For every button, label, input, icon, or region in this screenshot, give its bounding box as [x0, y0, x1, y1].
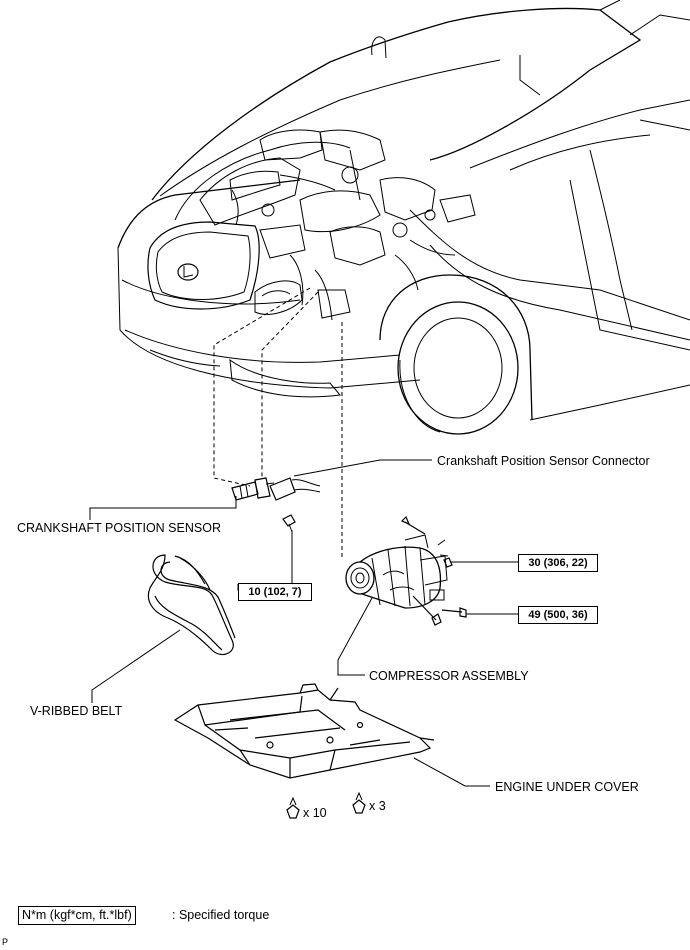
compressor-bolts-drawing: [400, 515, 467, 626]
leader-lines: [89, 459, 518, 787]
cover-fasteners-drawing: [286, 791, 366, 819]
crankshaft-connector-label: Crankshaft Position Sensor Connector: [437, 454, 650, 468]
crankshaft-sensor-label: CRANKSHAFT POSITION SENSOR: [17, 521, 221, 535]
compressor-label: COMPRESSOR ASSEMBLY: [369, 669, 529, 683]
engine-under-cover-drawing: [173, 683, 435, 779]
legend-description: : Specified torque: [172, 908, 270, 922]
v-ribbed-belt-label: V-RIBBED BELT: [30, 704, 123, 718]
crankshaft-sensor-drawing: [231, 477, 275, 501]
torque-box-compressor-bolt: 49 (500, 36): [518, 606, 598, 624]
torque-box-sensor-bolt: 10 (102, 7): [238, 583, 312, 601]
v-ribbed-belt-drawing: [147, 554, 236, 655]
sensor-bolt-drawing: [282, 514, 296, 533]
torque-box-compressor-nut: 30 (306, 22): [518, 554, 598, 572]
cover-bolt-quantity: x 10: [303, 806, 327, 820]
engine-under-cover-label: ENGINE UNDER COVER: [495, 780, 639, 794]
dashed-guide-lines: [213, 287, 343, 560]
legend-unit-box: N*m (kgf*cm, ft.*lbf): [18, 906, 136, 925]
compressor-drawing: [345, 534, 449, 609]
crankshaft-connector-drawing: [269, 477, 321, 501]
corner-mark: P: [2, 937, 9, 947]
vehicle-illustration: [117, 0, 690, 435]
cover-screw-quantity: x 3: [369, 799, 386, 813]
